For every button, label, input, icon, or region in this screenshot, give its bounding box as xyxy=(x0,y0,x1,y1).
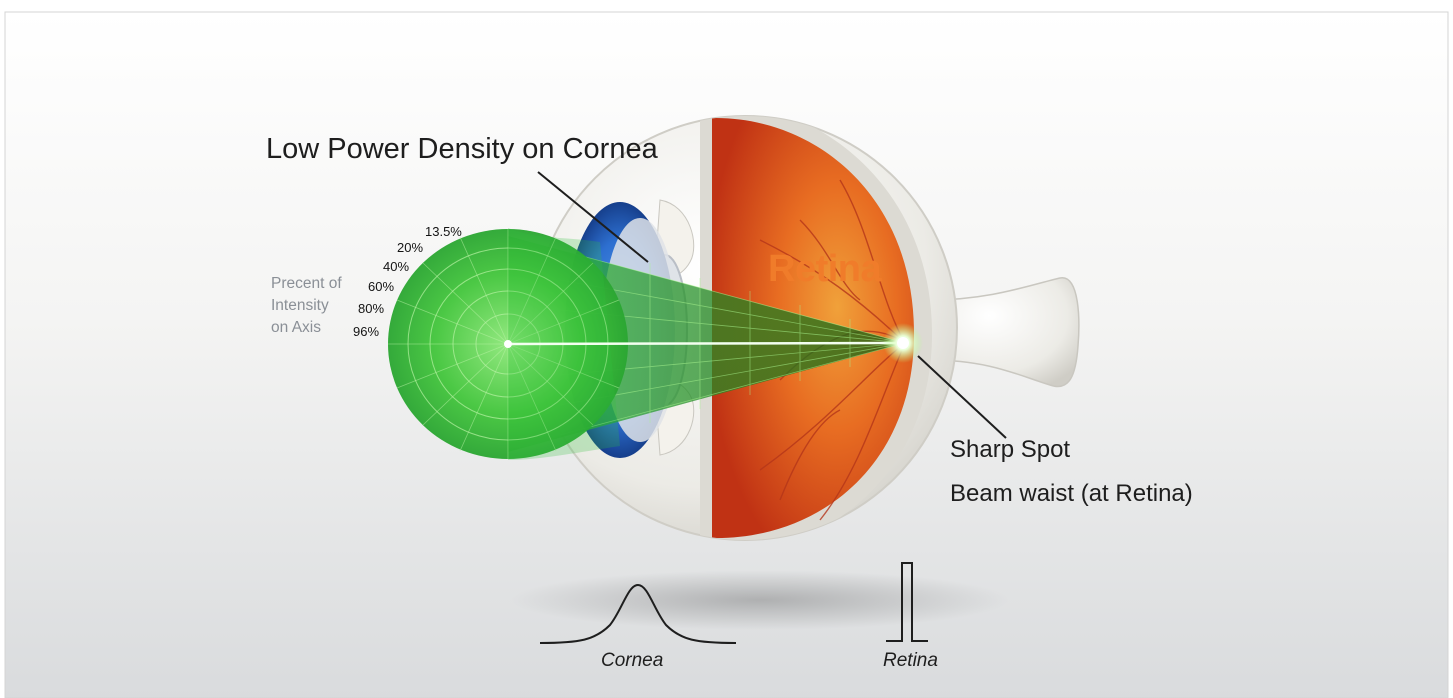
retina-profile-label: Retina xyxy=(883,650,938,672)
intensity-level-label: 40% xyxy=(383,259,409,274)
caption-line-3: on Axis xyxy=(271,317,342,339)
beam-waist-label: Beam waist (at Retina) xyxy=(950,480,1193,508)
sharp-spot-label: Sharp Spot xyxy=(950,436,1070,464)
intensity-caption: Precent of Intensity on Axis xyxy=(271,273,342,339)
intensity-level-label: 96% xyxy=(353,324,379,339)
retina-label: Retina xyxy=(768,248,881,291)
caption-line-1: Precent of xyxy=(271,273,342,295)
intensity-level-label: 13.5% xyxy=(425,224,462,239)
intensity-level-label: 60% xyxy=(368,279,394,294)
intensity-level-label: 80% xyxy=(358,301,384,316)
cornea-density-title: Low Power Density on Cornea xyxy=(266,133,658,166)
caption-line-2: Intensity xyxy=(271,295,342,317)
beam-axis xyxy=(508,343,905,344)
cornea-profile-label: Cornea xyxy=(601,650,663,672)
eye-shadow xyxy=(510,570,1010,630)
sharp-spot xyxy=(897,337,909,349)
intensity-level-label: 20% xyxy=(397,240,423,255)
beam-center xyxy=(504,340,512,348)
